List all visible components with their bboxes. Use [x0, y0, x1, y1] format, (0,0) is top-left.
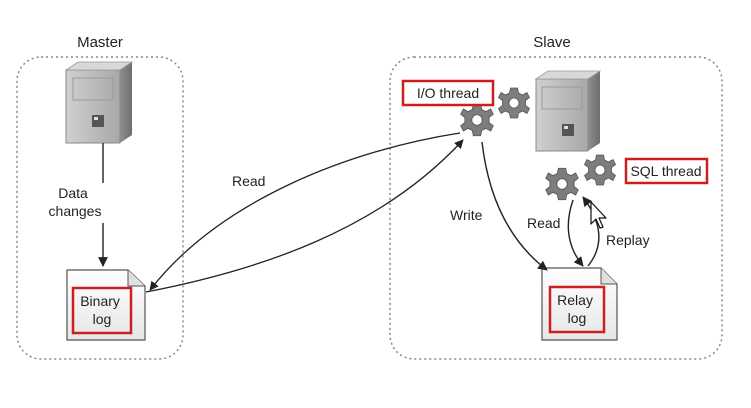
write-label: Write [450, 207, 483, 223]
binary-log-document: Binary log [66, 269, 146, 341]
sql-thread-highlight [624, 157, 709, 185]
master-title: Master [77, 34, 123, 51]
master-server-icon [64, 61, 134, 144]
mouse-cursor-icon [590, 201, 607, 229]
master-node: Master Data changes Binary log [16, 34, 184, 360]
slave-node: Slave I/O thread SQL thread [389, 34, 723, 360]
read-binlog-label: Read [232, 173, 265, 189]
read-request-arrow [149, 132, 461, 291]
replay-label: Replay [606, 232, 650, 248]
io-thread-highlight [401, 79, 495, 107]
slave-title: Slave [533, 34, 571, 51]
read-response-arrow [145, 139, 464, 293]
binary-log-highlight [71, 286, 133, 335]
sql-thread-label: SQL thread [630, 163, 701, 179]
relay-log-label: Relay log [557, 292, 597, 326]
relay-log-document: Relay log [541, 267, 618, 341]
slave-server-icon [534, 70, 602, 152]
write-arrow [481, 141, 548, 271]
io-thread-label: I/O thread [417, 85, 479, 101]
data-changes-label: Data changes [49, 185, 102, 219]
read-relay-arrow [567, 199, 584, 267]
replay-arrow [582, 196, 600, 267]
binary-log-label: Binary log [80, 293, 124, 327]
read-relay-label: Read [527, 215, 560, 231]
relay-log-highlight [548, 285, 606, 334]
